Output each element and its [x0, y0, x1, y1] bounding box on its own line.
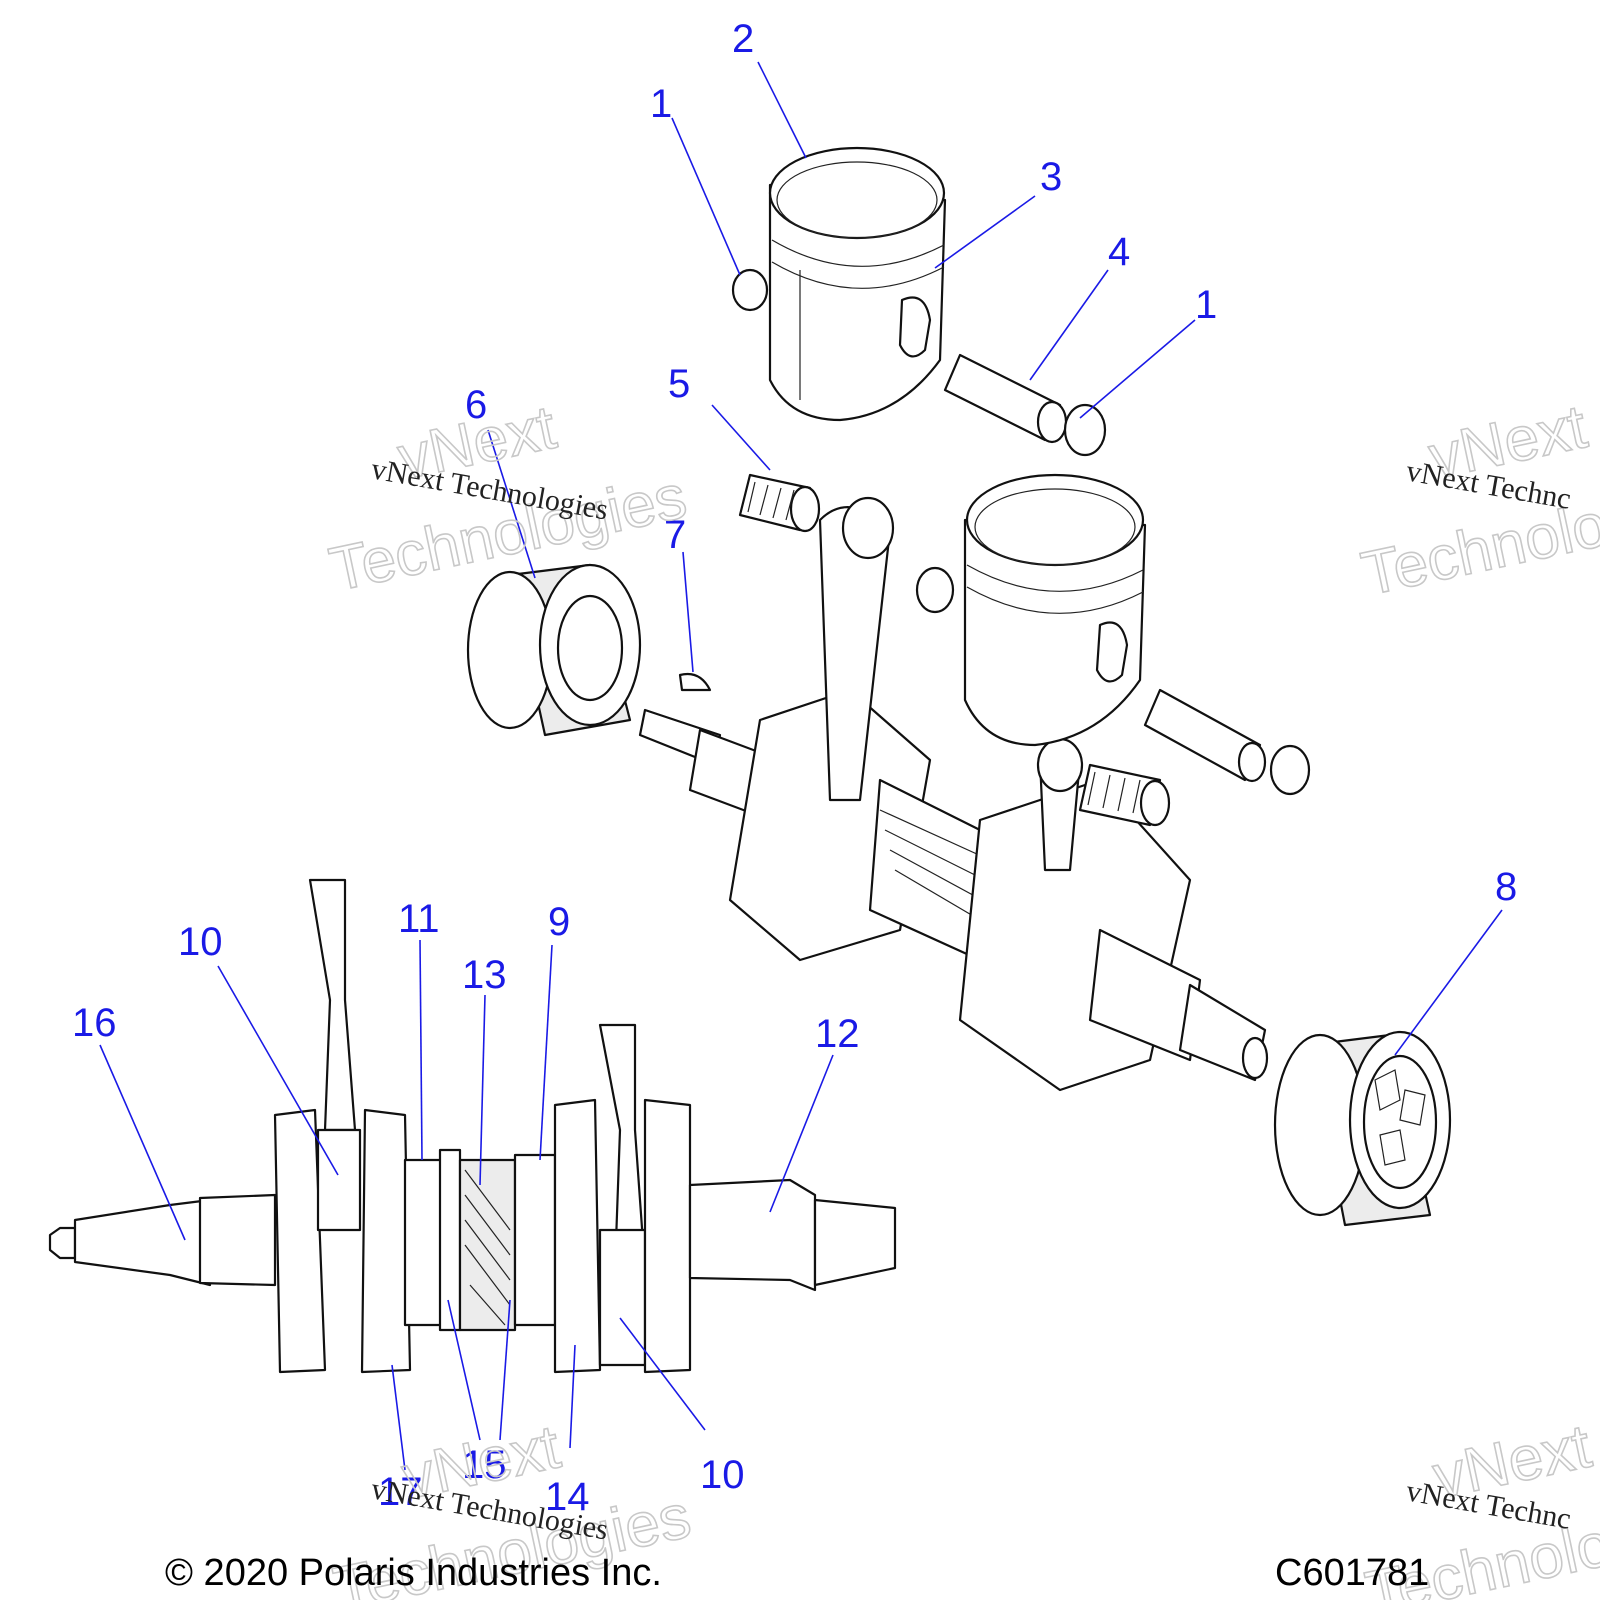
callout-6: 6 [465, 383, 487, 427]
piston-ring-circlip-left [731, 268, 769, 312]
piston-circlip-lower [1269, 744, 1311, 796]
callout-7: 7 [664, 513, 686, 557]
ball-bearing-6 [466, 563, 642, 737]
callout-14: 14 [545, 1475, 590, 1519]
crankshaft-assembly [638, 496, 1269, 1092]
crankshaft-side-view [48, 878, 897, 1374]
needle-bearing-upper [738, 473, 821, 533]
callout-15: 15 [462, 1443, 507, 1487]
callout-3: 3 [1040, 155, 1062, 199]
callout-11: 11 [398, 897, 440, 941]
leader-lines [99, 61, 1503, 1471]
callout-17: 17 [378, 1470, 423, 1514]
piston-pin [943, 353, 1068, 444]
callout-9: 9 [548, 900, 570, 944]
callout-1-upper-left: 1 [650, 82, 672, 126]
piston-lower [963, 473, 1147, 747]
piston-pin-lower [1143, 688, 1267, 783]
figure-code: C601781 [1275, 1552, 1429, 1594]
roller-bearing-8 [1273, 1030, 1452, 1227]
callout-4: 4 [1108, 230, 1130, 274]
needle-bearing-lower [1078, 763, 1171, 827]
callout-13: 13 [462, 953, 507, 997]
callout-10-right: 10 [700, 1453, 745, 1497]
callout-5: 5 [668, 362, 690, 406]
callout-labels: 1 2 3 4 1 5 6 7 8 9 10 11 12 13 16 17 15… [72, 17, 1517, 1519]
copyright-notice: © 2020 Polaris Industries Inc. [165, 1552, 662, 1594]
callout-2: 2 [732, 17, 754, 61]
piston-circlip-right [1063, 403, 1107, 457]
callout-12: 12 [815, 1012, 860, 1056]
callout-10-left: 10 [178, 920, 223, 964]
piston-upper [768, 146, 947, 422]
piston-ring-lower [915, 566, 955, 614]
footer: © 2020 Polaris Industries Inc. C601781 [165, 1552, 1429, 1594]
watermarks: vNext Technologies vNext Technologies vN… [323, 391, 1600, 1600]
callout-16: 16 [72, 1001, 117, 1045]
callout-1-upper-right: 1 [1195, 283, 1217, 327]
woodruff-key [678, 672, 712, 692]
callout-8: 8 [1495, 865, 1517, 909]
